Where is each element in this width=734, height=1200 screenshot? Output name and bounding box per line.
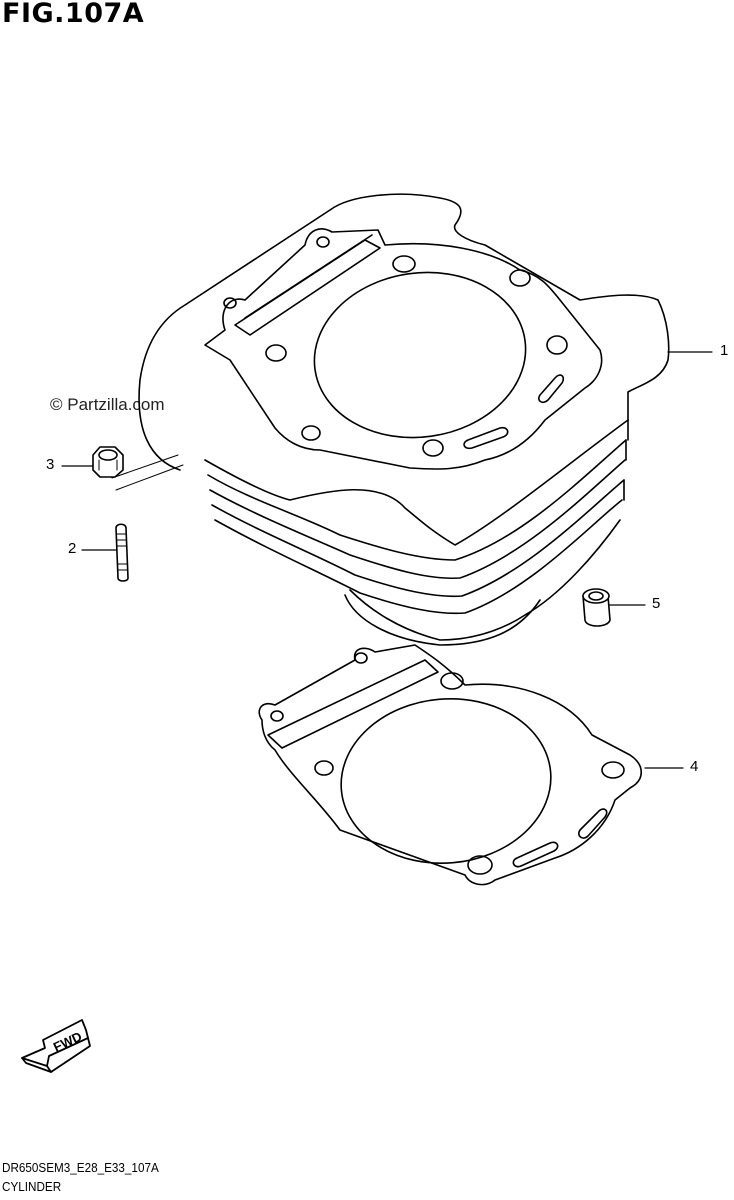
diagram-name: CYLINDER	[2, 1179, 62, 1194]
stud-part	[81, 523, 129, 582]
gasket-part	[258, 644, 684, 886]
callout-number-5: 5	[652, 595, 661, 612]
callout-number-1: 1	[720, 342, 729, 359]
diagram-code: DR650SEM3_E28_E33_107A	[2, 1160, 159, 1175]
figure-title: FIG.107A	[2, 0, 145, 29]
nut-part	[61, 446, 184, 491]
dowel-pin-part	[582, 588, 646, 627]
cylinder-part	[138, 193, 713, 646]
callout-number-3: 3	[46, 456, 55, 473]
callout-number-2: 2	[68, 540, 77, 557]
fwd-arrow-icon	[21, 1019, 91, 1073]
watermark: © Partzilla.com	[50, 395, 165, 414]
callout-number-4: 4	[690, 758, 699, 775]
